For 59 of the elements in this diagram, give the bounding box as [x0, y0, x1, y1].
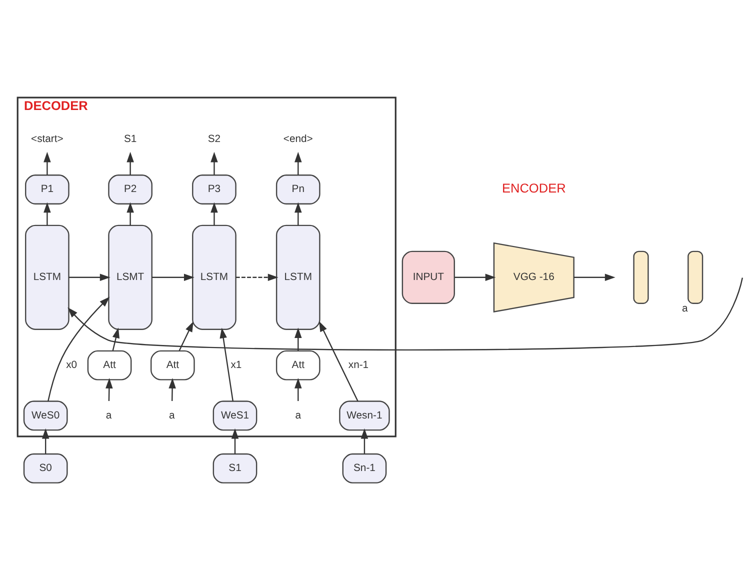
- arrow: [112, 327, 120, 350]
- arrow: [220, 327, 234, 401]
- arrow: [294, 378, 302, 401]
- node-box: LSTM: [276, 224, 320, 330]
- node-text: <end>: [283, 133, 313, 144]
- arrow: [42, 428, 50, 454]
- node-box: Att: [150, 350, 195, 380]
- arrow: [318, 320, 358, 402]
- node-box: LSTM: [25, 224, 70, 330]
- node-box: WeS1: [212, 400, 258, 430]
- arrow: [44, 202, 51, 225]
- node-box: S1: [212, 452, 258, 483]
- arrow: [48, 296, 110, 401]
- label: ENCODER: [502, 180, 566, 196]
- node-bar: [633, 250, 649, 304]
- arrow: [210, 202, 218, 225]
- edge-label: x1: [230, 360, 242, 371]
- node-label: a: [682, 303, 688, 314]
- arrow: [574, 273, 616, 281]
- node-box: S0: [23, 452, 68, 483]
- node-text: S2: [208, 133, 221, 144]
- edge-label: x0: [66, 360, 78, 371]
- node-box: P1: [25, 174, 70, 204]
- arrow: [294, 327, 302, 350]
- node-box: VGG -16: [493, 242, 574, 312]
- arrow: [236, 273, 278, 281]
- node-box: LSMT: [108, 224, 152, 330]
- arrow: [68, 273, 110, 281]
- arrow: [126, 202, 134, 225]
- arrow: [106, 378, 113, 401]
- node-text: S1: [124, 133, 137, 144]
- arrow: [152, 273, 194, 281]
- node-box: Att: [87, 350, 132, 380]
- arrow: [126, 151, 134, 174]
- node-box: WeS0: [23, 400, 68, 430]
- node-box: Att: [276, 350, 320, 380]
- node-box: Sn-1: [342, 452, 387, 483]
- arrow: [360, 428, 368, 454]
- node-box: INPUT: [402, 250, 455, 304]
- node-box: Pn: [276, 174, 320, 204]
- node-bar: [688, 250, 704, 304]
- arrow: [294, 151, 302, 174]
- node-box: P3: [192, 174, 236, 204]
- arrow: [454, 273, 496, 281]
- arrow: [168, 378, 176, 401]
- node-box: Wesn-1: [339, 400, 390, 430]
- arrow: [178, 320, 194, 350]
- node-text: a: [106, 410, 112, 421]
- arrow: [44, 151, 51, 174]
- arrow: [294, 202, 302, 225]
- arrow: [210, 151, 218, 174]
- arrow: [68, 277, 743, 350]
- node-text: <start>: [31, 133, 64, 144]
- edge-label: xn-1: [348, 360, 369, 371]
- node-box: P2: [108, 174, 152, 204]
- node-text: a: [295, 410, 302, 421]
- arrow: [231, 428, 239, 454]
- node-text: a: [168, 410, 175, 421]
- node-box: LSTM: [192, 224, 236, 330]
